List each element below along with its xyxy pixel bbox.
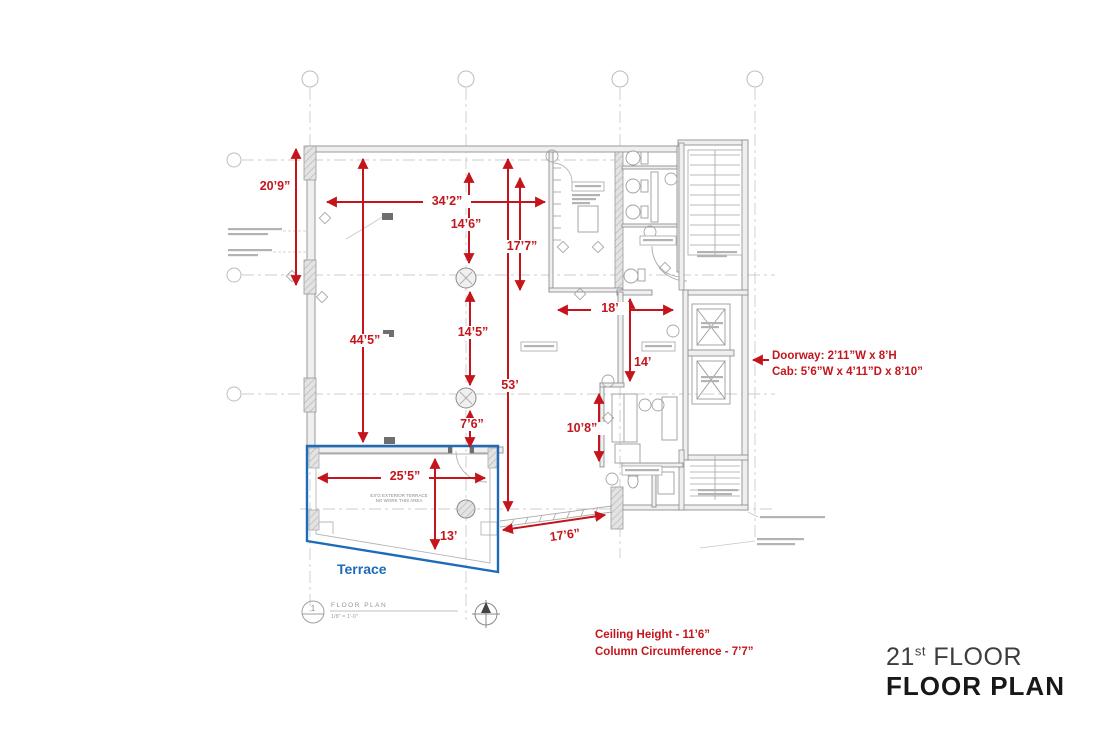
dimension-label-terrace-depth: 13’: [440, 529, 458, 543]
small-label-boxes: [520, 181, 677, 476]
dimension-label-grid2-middle: 14’5”: [449, 326, 497, 339]
dimension-label-top-width: 34’2”: [423, 195, 471, 208]
floor-outlet-boxes: [382, 213, 395, 444]
title-mark-number: 1: [311, 604, 316, 613]
floor-word: FLOOR: [925, 643, 1023, 671]
dimension-label-corridor-width: 18’: [591, 302, 629, 315]
structural-columns: [455, 267, 477, 519]
elevator-lobby: [682, 289, 749, 461]
tag-circles: [545, 149, 680, 486]
terrace-interior-note: EX'G EXTERIOR TERRACE NO WORK THIS AREA: [359, 493, 439, 503]
doorway-note: Doorway: 2’11”W x 8’H: [772, 350, 897, 362]
dimension-label-restroom-depth: 17’7”: [498, 240, 546, 253]
dimension-label-terrace-width: 25’5”: [381, 470, 429, 483]
column-circumference-note: Column Circumference - 7’7”: [595, 646, 754, 658]
drawing-title-mark: 1 FLOOR PLAN 1/8" = 1'-0": [301, 600, 458, 624]
cab-note: Cab: 5’6”W x 4’11”D x 8’10”: [772, 366, 923, 378]
title-block: 21st FLOOR FLOOR PLAN: [886, 643, 1065, 702]
terrace-outline: [305, 444, 500, 574]
ceiling-height-note: Ceiling Height - 11’6”: [595, 629, 711, 641]
grid-bubbles: [226, 70, 764, 402]
restroom-fixtures: [577, 150, 659, 284]
terrace-note-line2: NO WORK THIS AREA: [375, 498, 423, 503]
dimension-label-overall-depth: 53’: [490, 379, 530, 392]
terrace-note-line1: EX'G EXTERIOR TERRACE: [370, 493, 428, 498]
title-mark-label: FLOOR PLAN: [331, 602, 387, 609]
terrace-inner: [308, 447, 498, 564]
stair-top: [678, 142, 743, 291]
floor-number: 21: [886, 643, 915, 671]
pantry-cabinets: [611, 393, 678, 464]
dimension-label-corridor-depth: 14’: [634, 355, 652, 369]
valve-diamonds: [285, 211, 672, 425]
dimension-label-left-upper: 20’9”: [259, 179, 291, 193]
terrace-label: Terrace: [337, 561, 387, 577]
title-mark-scale: 1/8" = 1'-0": [331, 614, 358, 620]
dimension-label-pantry-depth: 10’8”: [559, 422, 605, 435]
dim-arrow-walkway: [501, 510, 607, 535]
floor-ordinal: st: [914, 643, 926, 659]
dimension-label-grid2-upper: 14’6”: [442, 218, 490, 231]
dimension-label-left-lower: 44’5”: [341, 334, 389, 347]
dimension-label-column-terrace: 7’6”: [450, 418, 494, 431]
floor-number-title: 21st FLOOR: [886, 643, 1065, 672]
floor-plan-title: FLOOR PLAN: [886, 671, 1065, 701]
illegible-annotations: [228, 194, 825, 546]
wall-pilasters: [303, 145, 624, 530]
north-arrow-icon: [472, 600, 500, 628]
restroom-wall-ticks: [553, 167, 561, 241]
